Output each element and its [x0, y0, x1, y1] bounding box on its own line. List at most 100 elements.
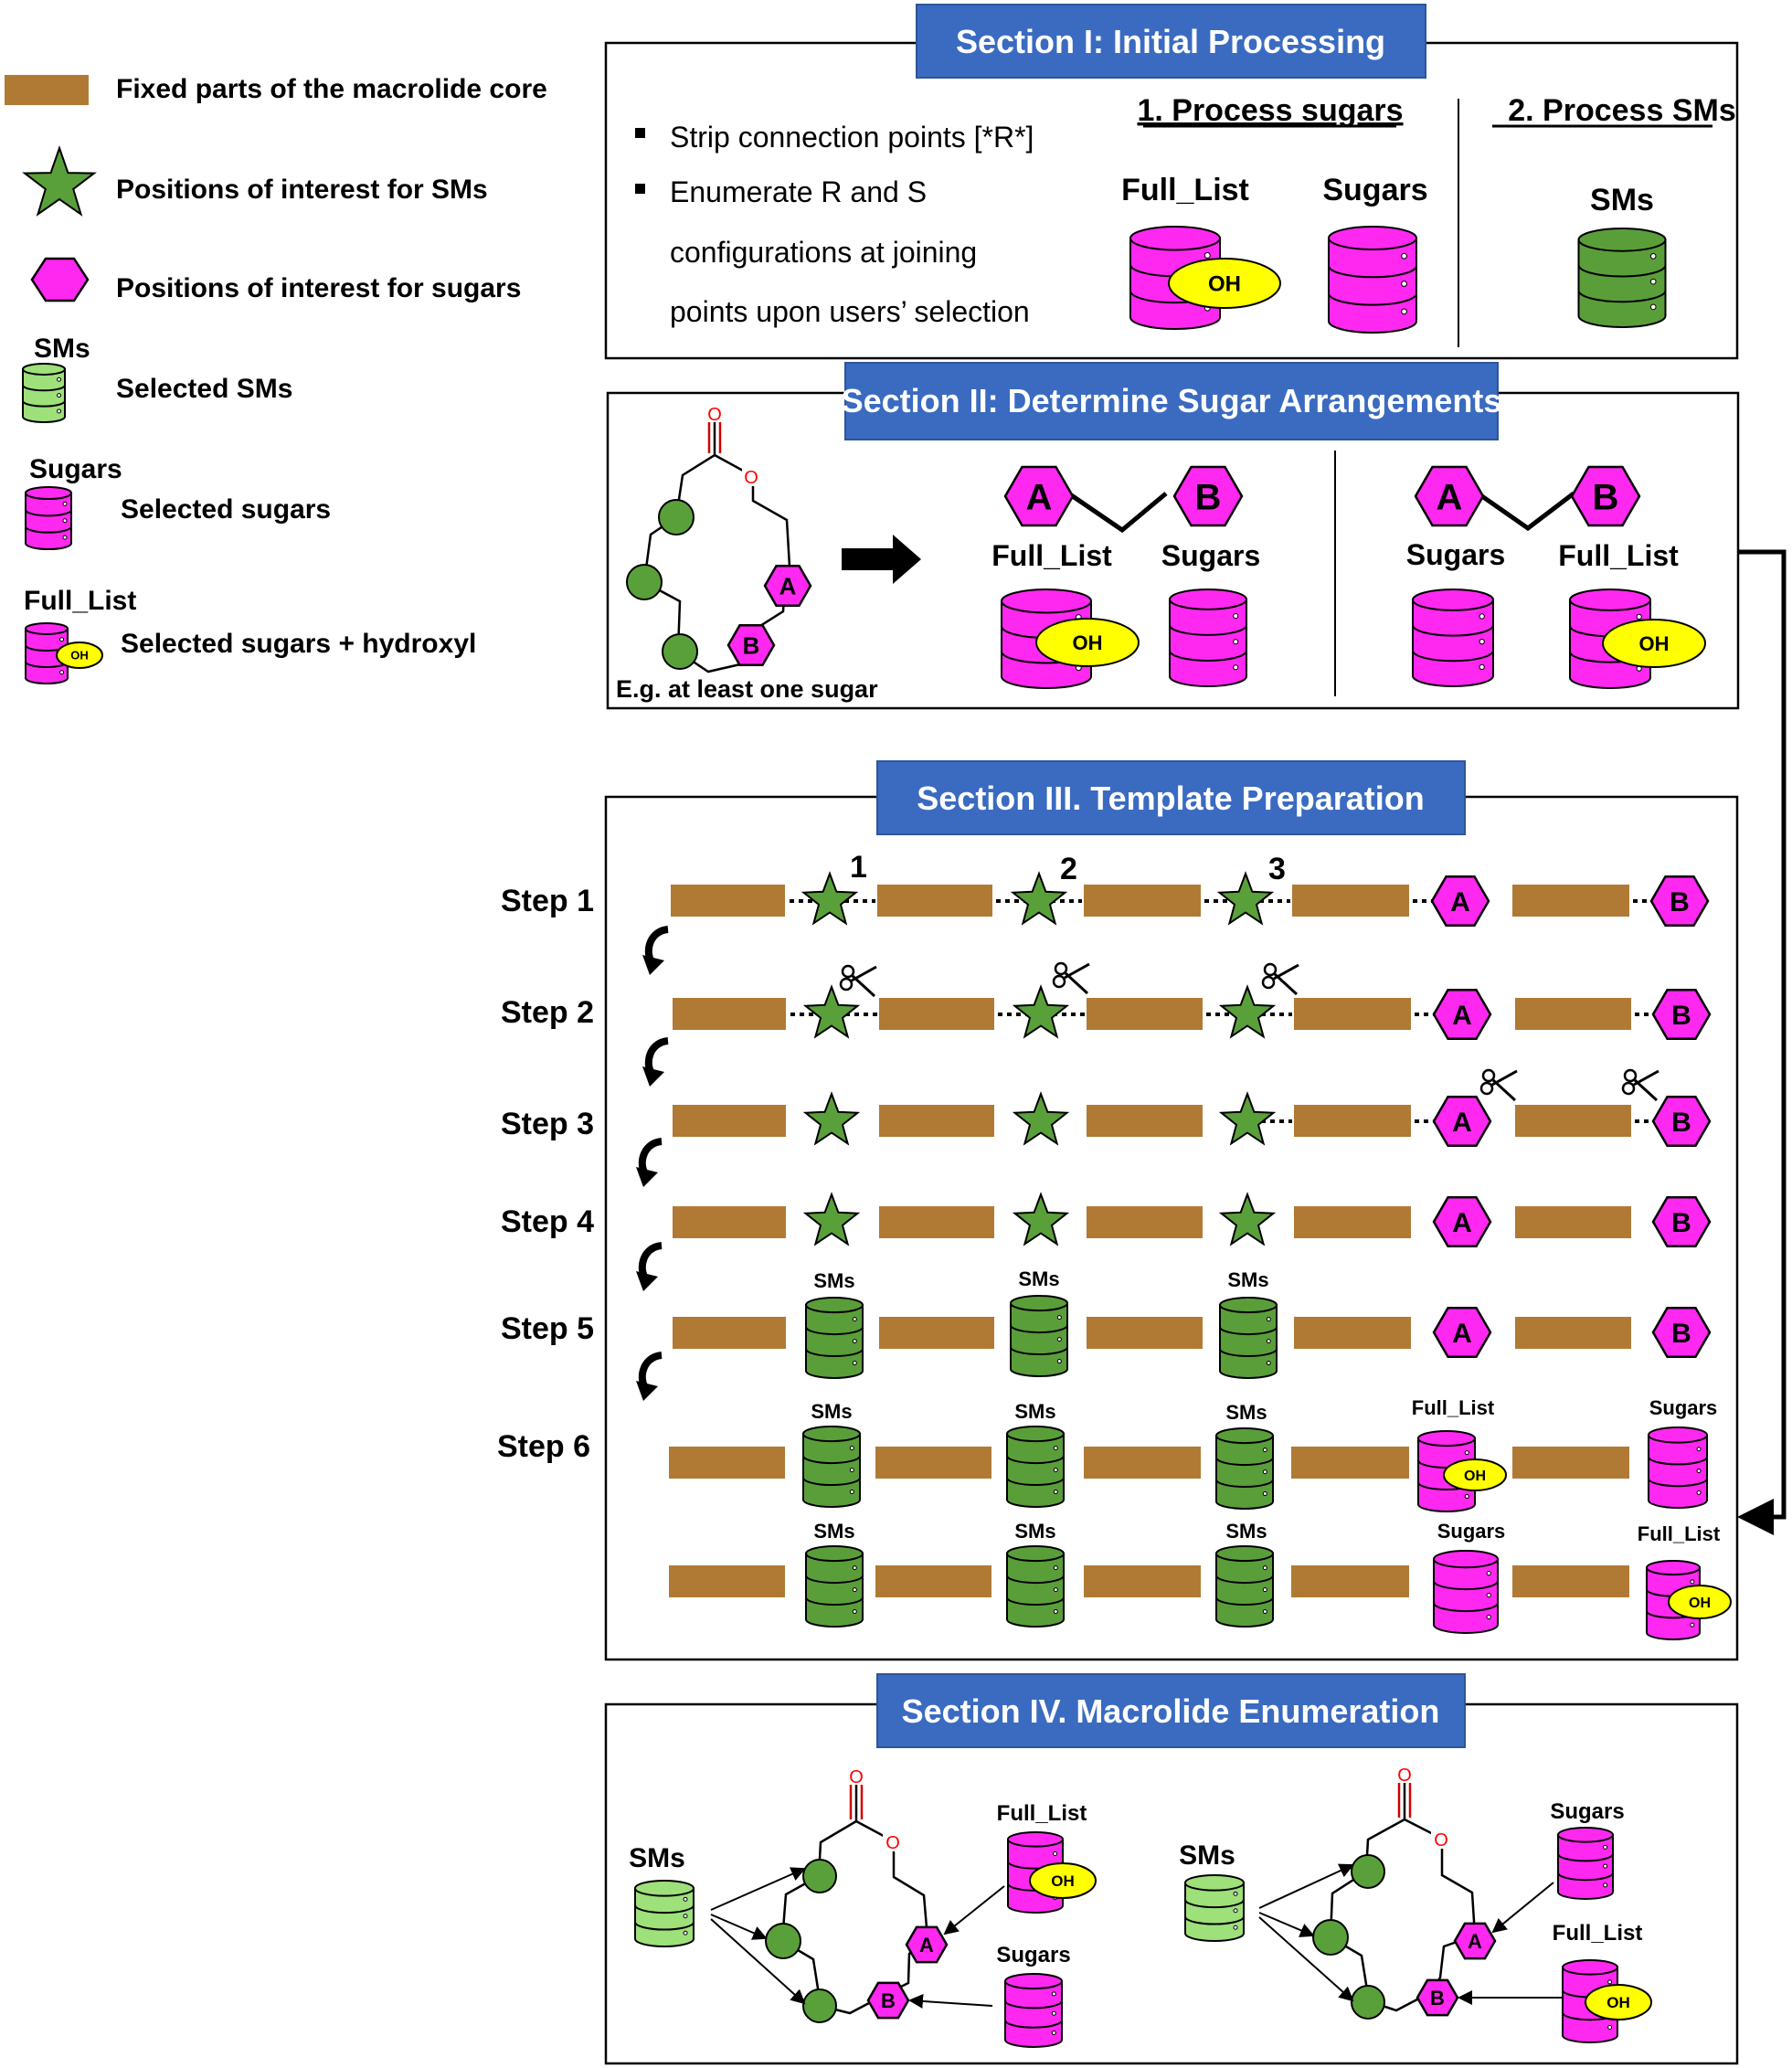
database-icon: [1010, 1295, 1068, 1377]
sms-label: SMs: [1018, 1267, 1059, 1290]
sm-position-circle: [802, 1988, 837, 2023]
section-2: Section II: Determine Sugar Arrangements…: [606, 362, 1787, 1535]
database-icon: [805, 1545, 864, 1628]
legend-sms-desc: Selected SMs: [116, 374, 292, 404]
star-icon: [1216, 871, 1275, 926]
sm-position-circle: [626, 564, 663, 600]
hexagon-icon: B: [1651, 1195, 1712, 1248]
step-6b-row: SMs SMs SMs Sugars Full_List OH: [669, 1520, 1732, 1640]
hexagon-letter: A: [1468, 1930, 1482, 1953]
s4-full-list-label-left: Full_List: [997, 1801, 1087, 1826]
hexagon-icon: A: [1453, 1922, 1497, 1960]
s2-full-list-label-2: Full_List: [1558, 539, 1679, 572]
hexagon-letter: A: [779, 572, 797, 599]
hexagon-letter: B: [1195, 477, 1222, 517]
sm-position-circle: [662, 633, 698, 670]
star-icon: [802, 984, 861, 1039]
hexagon-letter: A: [1026, 477, 1053, 517]
step-label: Step 5: [501, 1311, 594, 1346]
oh-label: OH: [70, 649, 89, 663]
carbonyl-oxygen: O: [1397, 1766, 1412, 1786]
sm-position-circle: [765, 1923, 801, 1959]
sm-position-circle: [1312, 1919, 1349, 1956]
sms-label: SMs: [813, 1269, 854, 1292]
carbonyl-oxygen: O: [707, 405, 722, 425]
s4-sms-label-right: SMs: [1179, 1840, 1235, 1871]
star-icon: [1012, 1192, 1070, 1246]
hexagon-icon: [30, 257, 90, 302]
oh-badge: OH: [1668, 1585, 1732, 1619]
oh-badge: OH: [1602, 619, 1706, 668]
section-1: Section I: Initial Processing Strip conn…: [604, 4, 1739, 360]
database-icon: [1184, 1874, 1245, 1942]
hexagon-letter: B: [1671, 1319, 1691, 1349]
database-icon: [1215, 1427, 1274, 1510]
step-1-row: 1 2 3 A B: [671, 850, 1710, 928]
scissors-icon: [1261, 962, 1299, 996]
database-icon: [802, 1426, 861, 1508]
hexagon-letter: A: [1452, 1319, 1472, 1349]
s2-sugars-label-2: Sugars: [1406, 538, 1505, 571]
star-icon: [801, 871, 859, 926]
database-icon: [1417, 1430, 1476, 1512]
full-list-label: Full_List: [1412, 1396, 1495, 1419]
scissors-icon: [1479, 1068, 1518, 1102]
step-labels: Step 1 Step 2 Step 3 Step 4 Step 5 Step …: [497, 884, 594, 1464]
curved-arrow-icon: [636, 1138, 663, 1187]
legend-core-label: Fixed parts of the macrolide core: [116, 74, 547, 104]
hexagon-letter: A: [1452, 1208, 1472, 1238]
step-4-row: A B: [673, 1192, 1712, 1248]
bullet-enumerate-3: points upon users’ selection: [670, 295, 1030, 328]
star-icon: [1010, 871, 1068, 926]
sms-label: SMs: [1225, 1401, 1267, 1424]
sms-label: SMs: [1014, 1520, 1055, 1543]
step-3-row: A B: [673, 1068, 1712, 1148]
s4-sugars-label-right: Sugars: [1550, 1799, 1624, 1824]
scissors-icon: [1621, 1068, 1659, 1102]
hexagon-letter: A: [919, 1934, 934, 1957]
database-icon: [1412, 589, 1494, 687]
curved-arrow-icon: [642, 1037, 669, 1087]
star-icon: [1012, 984, 1070, 1039]
star-icon: [1218, 984, 1277, 1039]
hexagon-letter: B: [1430, 1987, 1445, 2010]
curved-arrow-icon: [636, 1242, 663, 1291]
legend-sugars-desc: Selected sugars: [121, 494, 331, 525]
database-icon: [1169, 589, 1247, 687]
step-label: Step 1: [501, 884, 594, 918]
database-icon: [805, 1297, 864, 1379]
ring-oxygen: O: [1434, 1830, 1448, 1851]
s4-sugars-label-left: Sugars: [996, 1943, 1070, 1967]
example-caption: E.g. at least one sugar: [616, 675, 878, 703]
full-list-label: Full_List: [1638, 1522, 1721, 1545]
section-3: Section III. Template Preparation Step 1…: [497, 760, 1739, 1661]
legend: Fixed parts of the macrolide core Positi…: [5, 74, 547, 684]
hexagon-icon: A: [1432, 1306, 1492, 1359]
database-icon: [1006, 1426, 1065, 1508]
position-number: 3: [1268, 852, 1286, 886]
sm-position-circle: [802, 1859, 837, 1893]
section-4: Section IV. Macrolide Enumeration SMs O …: [604, 1673, 1739, 2065]
oh-badge: OH: [1585, 1984, 1652, 2020]
legend-sugars-title: Sugars: [29, 454, 122, 484]
oh-label: OH: [1073, 631, 1103, 654]
section-1-header: [916, 4, 1426, 79]
section-2-title: Section II: Determine Sugar Arrangements: [842, 382, 1502, 419]
hexagon-letter: B: [743, 631, 760, 659]
hexagon-letter: B: [1671, 1001, 1691, 1031]
step-label: Step 6: [497, 1429, 590, 1464]
oh-badge: OH: [1168, 258, 1281, 309]
database-icon: [25, 486, 72, 550]
hexagon-icon: B: [1649, 875, 1710, 928]
hexagon-icon: B: [1651, 1095, 1712, 1148]
database-icon: [1557, 1827, 1614, 1900]
hexagon-icon: A: [1414, 465, 1485, 527]
legend-sm-pos-label: Positions of interest for SMs: [116, 175, 488, 205]
star-icon: [22, 144, 97, 217]
s1-full-list-label: Full_List: [1121, 173, 1249, 207]
sms-label: SMs: [1014, 1400, 1055, 1423]
oh-label: OH: [1639, 632, 1670, 655]
sms-label: SMs: [813, 1520, 854, 1543]
hexagon-icon: B: [1570, 465, 1641, 527]
